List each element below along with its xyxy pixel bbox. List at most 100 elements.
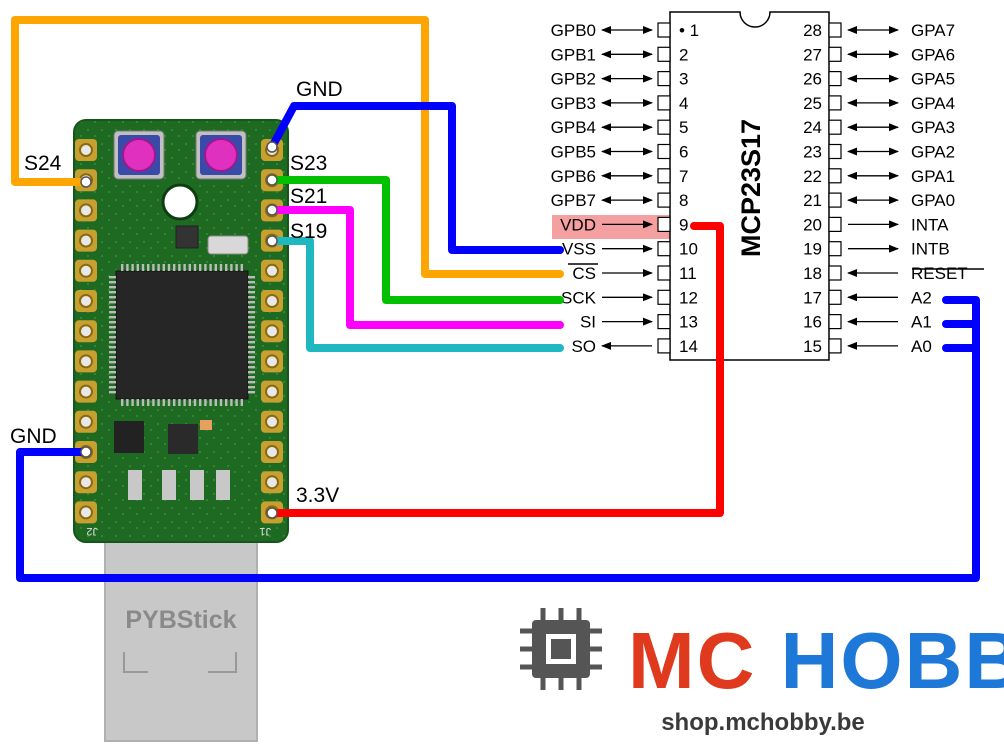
pin-number: 10 <box>679 240 698 259</box>
mcu-pin <box>109 296 116 299</box>
pin-number: 28 <box>803 21 822 40</box>
pin-box-right <box>828 289 842 305</box>
mcu-pin <box>136 399 139 406</box>
mcu-pin <box>109 366 116 369</box>
pin-box-left <box>657 168 671 184</box>
label-s23: S23 <box>290 152 327 175</box>
mcu-pin <box>248 336 255 339</box>
user-button <box>195 130 247 180</box>
pin-label: GPA5 <box>911 70 955 89</box>
header-hole <box>265 354 279 369</box>
pin-label: INTB <box>911 240 950 259</box>
pin-number: 25 <box>803 94 822 113</box>
pin-box-right <box>828 143 842 160</box>
header-hole <box>265 475 279 490</box>
mcu-pin <box>131 264 134 271</box>
mcu-pin <box>193 399 197 406</box>
mcu-pin <box>157 264 160 271</box>
pin-box-left <box>657 216 671 232</box>
mcu-pin <box>136 264 139 271</box>
pin-box-left <box>657 241 671 257</box>
mcu-pin <box>109 346 116 349</box>
mcu-pin <box>248 311 255 314</box>
header-hole <box>265 294 279 308</box>
header-hole <box>265 384 279 399</box>
pin-box-left <box>657 70 671 87</box>
pin-box-right <box>828 216 842 232</box>
mcu-pin <box>209 399 212 406</box>
wire-gnd-vss <box>268 102 564 254</box>
pin-box-right <box>828 70 842 87</box>
left-header <box>75 139 97 524</box>
mcu-chip <box>115 270 249 400</box>
pin-label: VDD <box>560 215 596 234</box>
mcu-pin <box>162 399 165 406</box>
pin-box-left <box>657 46 671 62</box>
mcu-pin <box>248 331 255 334</box>
pin-number: 14 <box>679 337 698 356</box>
mcu-pin <box>178 399 181 406</box>
pad-gnd-left <box>80 446 92 458</box>
pin-number: 21 <box>803 191 822 210</box>
pin-label: GPA0 <box>911 191 955 210</box>
mcu-pin <box>248 361 255 364</box>
mcu-pin <box>109 381 116 384</box>
pin-label: GPB4 <box>551 118 596 137</box>
pin-box-left <box>657 95 671 111</box>
pin-box-left <box>657 22 671 38</box>
mcu-pin <box>248 326 255 329</box>
mcu-pin <box>109 316 116 319</box>
mcu-pin <box>214 264 217 271</box>
mcu-pin <box>121 399 124 406</box>
header-hole <box>79 203 93 218</box>
mcu-pin <box>109 291 116 294</box>
pin-label: SI <box>580 313 596 332</box>
mcu-pin <box>248 371 255 374</box>
pin-label: INTA <box>911 215 949 234</box>
pin-box-right <box>828 168 842 184</box>
mcu-pin <box>109 351 116 354</box>
mcu-pin <box>204 264 207 271</box>
pin-label: GPB7 <box>551 191 596 210</box>
mcu-pin <box>248 381 255 384</box>
mcu-pin <box>183 399 186 406</box>
regulator <box>114 421 144 453</box>
label-gnd-left: GND <box>10 425 57 448</box>
pad-2 <box>162 470 176 500</box>
mcu-pin <box>152 264 155 271</box>
crystal <box>207 235 249 255</box>
mcu-pin <box>248 316 255 319</box>
pin-box-left <box>657 143 671 160</box>
pin-number: 4 <box>679 94 688 113</box>
mcu-pin <box>109 331 116 334</box>
chip-body <box>669 11 830 361</box>
pad-s24 <box>80 176 92 188</box>
wire-s24-cs <box>11 16 564 278</box>
reset-button <box>113 130 165 180</box>
mcu-pin <box>199 264 202 271</box>
mcu-pin <box>188 399 191 406</box>
pin-box-left <box>657 338 671 354</box>
header-hole <box>79 324 93 339</box>
pin-label: RESET <box>911 264 968 283</box>
pin-number: 24 <box>803 118 822 137</box>
mcu-pin <box>126 399 129 406</box>
pin-number: 2 <box>679 45 688 64</box>
pin-number: • 1 <box>679 21 699 40</box>
pad-s23 <box>266 174 278 186</box>
mcu-pin <box>109 371 116 374</box>
mcu-pin <box>131 399 134 406</box>
pin-number: 12 <box>679 288 698 307</box>
pin-number: 22 <box>803 167 822 186</box>
header-hole <box>79 263 93 278</box>
mcu-pin <box>230 399 233 406</box>
pin-label: GPB6 <box>551 167 596 186</box>
pin-number: 11 <box>679 264 697 283</box>
pin-box-right <box>828 338 842 354</box>
wire-gnd-address <box>16 296 980 582</box>
pin-label: GPA6 <box>911 45 955 64</box>
pin-label: A1 <box>911 313 932 332</box>
pin-label: A2 <box>911 288 932 307</box>
wire-3v3-vdd <box>268 222 724 517</box>
